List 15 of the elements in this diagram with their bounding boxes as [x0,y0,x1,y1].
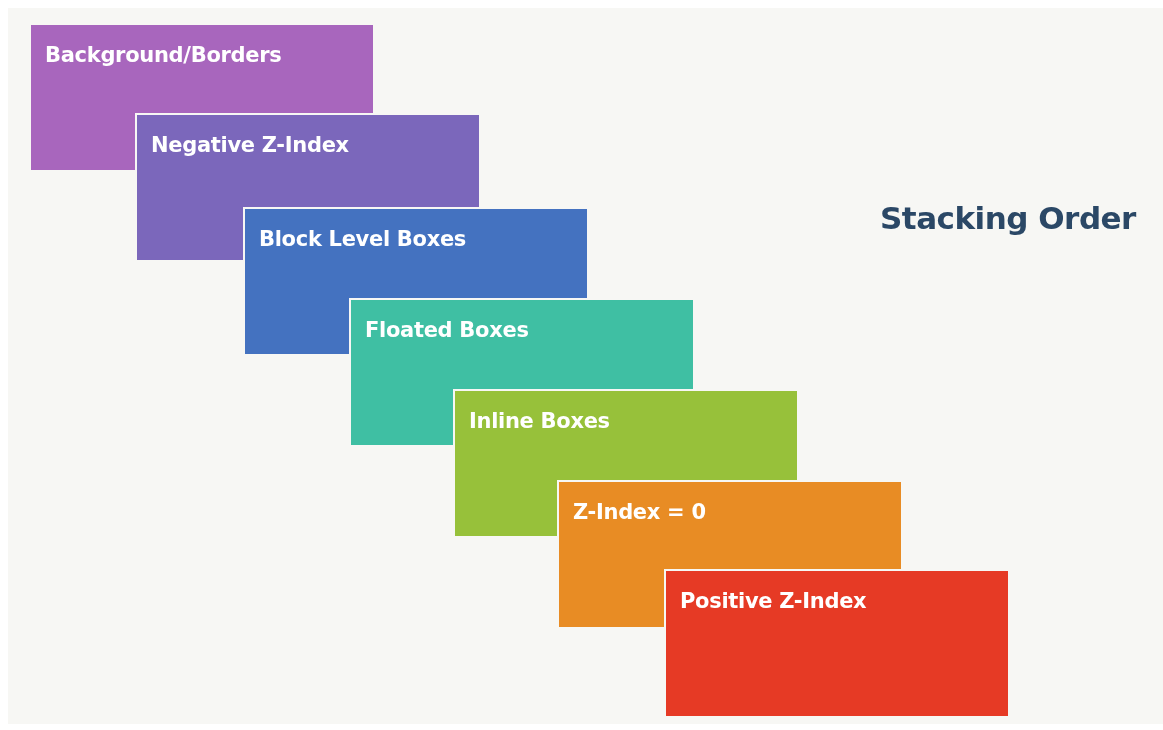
layer-label: Positive Z-Index [680,589,867,613]
layer-box [349,389,453,445]
layer-label: Inline Boxes [469,409,610,433]
layer-box [664,569,1008,716]
layer-box [29,113,135,170]
diagram-title: Stacking Order [880,200,1136,236]
layer-box [243,298,349,354]
layer-label: Block Level Boxes [259,227,467,251]
layer-label: Negative Z-Index [151,133,349,157]
layer-box [135,207,243,260]
layer-label: Background/Borders [45,43,282,67]
layer-box [453,480,557,536]
layer-box [557,569,664,627]
layer-label: Floated Boxes [365,318,529,342]
layer-label: Z-Index = 0 [573,500,706,524]
